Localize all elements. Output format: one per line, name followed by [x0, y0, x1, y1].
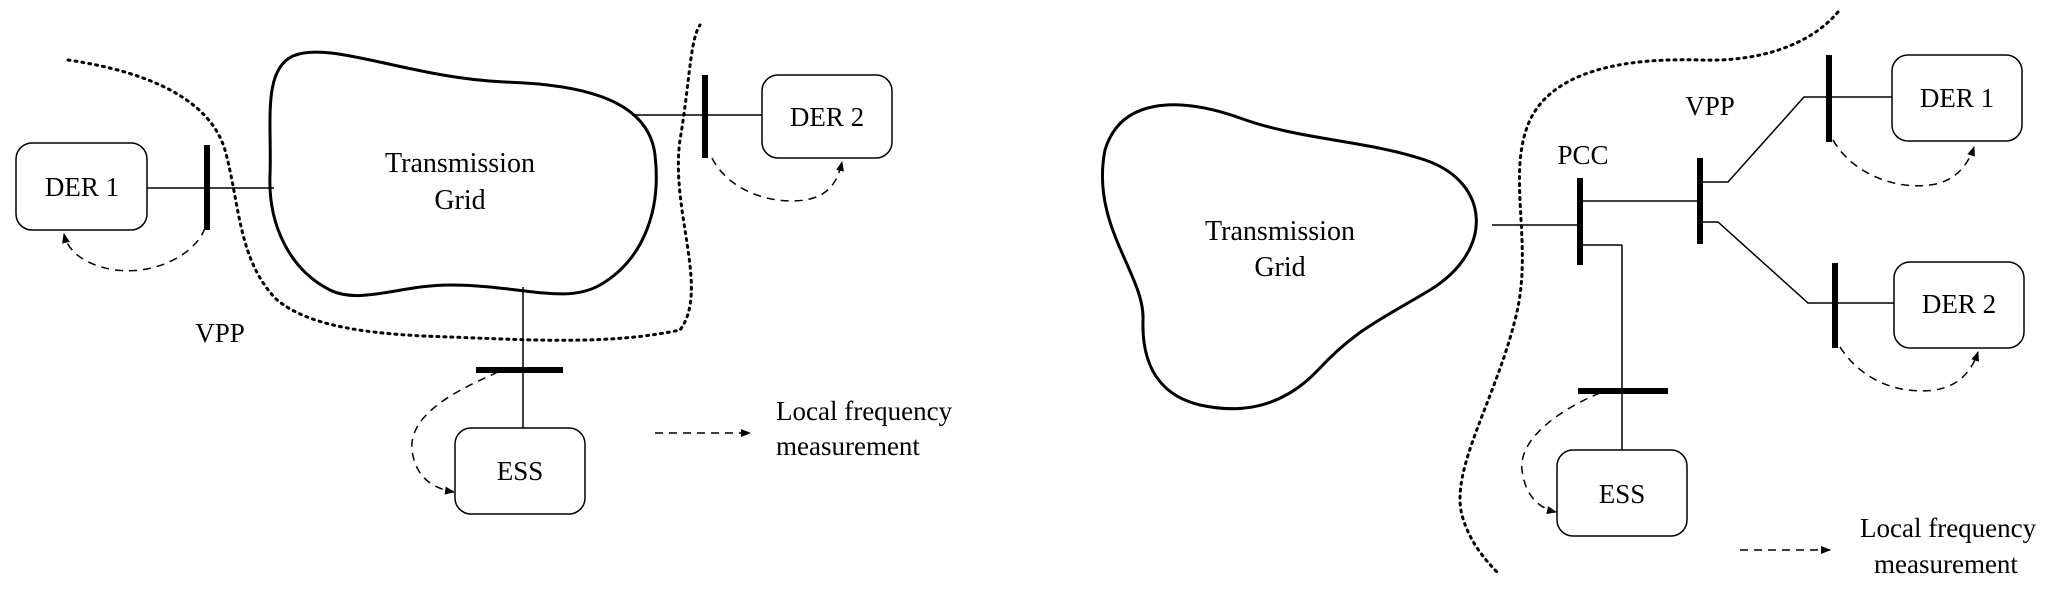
right-ess-measurement-arrow	[1521, 392, 1601, 514]
left-grid-label-line2: Grid	[434, 185, 485, 216]
right-pcc-label: PCC	[1557, 140, 1608, 170]
left-legend: Local frequency measurement	[655, 396, 953, 461]
right-legend-line2: measurement	[1874, 549, 2018, 579]
left-legend-line2: measurement	[776, 431, 920, 461]
right-vpp-label: VPP	[1685, 91, 1735, 121]
left-transmission-grid	[268, 50, 658, 298]
left-der2-box	[761, 74, 893, 159]
left-diagram: Transmission Grid DER 1 DER 2 ESS VPP Lo…	[15, 23, 953, 515]
right-der2-measurement-arrow	[1839, 346, 1979, 392]
right-diagram: Transmission Grid PCC DER 1 DER 2 ESS V	[1100, 10, 2037, 579]
right-der1-branch-wire	[1700, 96, 1829, 183]
left-der2-measurement-arrow	[711, 157, 844, 202]
right-grid-label-line1: Transmission	[1205, 216, 1355, 247]
left-ess-box	[454, 427, 586, 515]
right-der2-box	[1893, 261, 2025, 349]
right-der2-label: DER 2	[1922, 289, 1996, 319]
right-der1-label: DER 1	[1920, 83, 1994, 113]
right-transmission-grid	[1100, 103, 1478, 411]
left-der1-label: DER 1	[45, 172, 119, 202]
left-legend-line1: Local frequency	[776, 396, 953, 426]
left-vpp-label: VPP	[195, 318, 245, 348]
right-legend: Local frequency measurement	[1740, 513, 2037, 579]
right-ess-box	[1556, 449, 1688, 537]
left-ess-label: ESS	[497, 456, 544, 486]
right-der1-box	[1891, 54, 2023, 142]
left-der1-measurement-arrow	[62, 227, 206, 272]
left-grid-label-line1: Transmission	[385, 148, 535, 179]
left-der1-box	[15, 142, 148, 231]
right-der2-branch-wire	[1700, 221, 1835, 304]
left-ess-measurement-arrow	[411, 371, 499, 495]
right-legend-line1: Local frequency	[1860, 513, 2037, 543]
left-der2-label: DER 2	[790, 102, 864, 132]
right-der1-measurement-arrow	[1832, 139, 1975, 187]
right-ess-label: ESS	[1599, 479, 1646, 509]
left-vpp-boundary	[66, 23, 702, 342]
right-grid-label-line2: Grid	[1254, 252, 1305, 283]
right-vpp-boundary	[1458, 10, 1840, 577]
